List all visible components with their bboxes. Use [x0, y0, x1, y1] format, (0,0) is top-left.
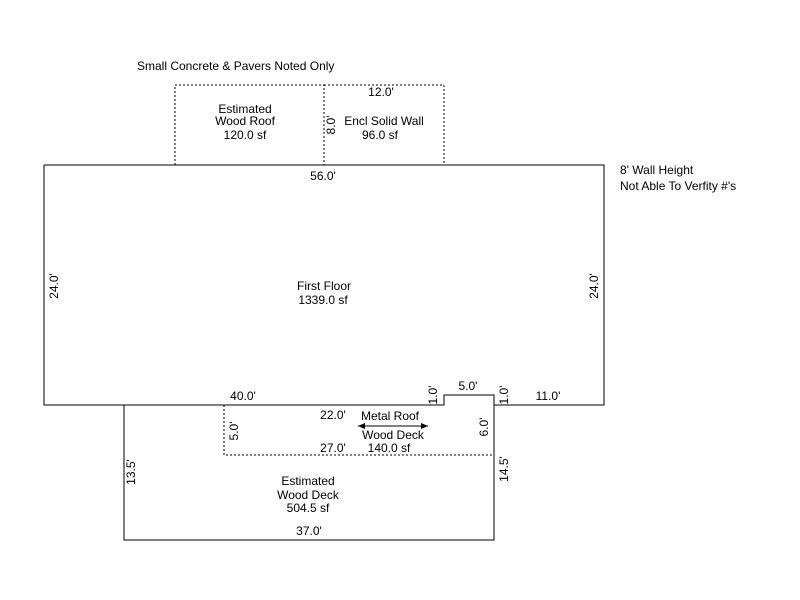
dim-deck-6: 6.0' — [477, 418, 491, 437]
dim-side-8: 8.0' — [324, 116, 338, 135]
dim-top-56: 56.0' — [310, 169, 336, 183]
wood-deck-line1: Estimated — [281, 474, 334, 488]
dim-bottom-40: 40.0' — [230, 389, 256, 403]
encl-wall-outline — [324, 84, 445, 165]
arrow-right-icon — [421, 423, 428, 429]
dim-deck-22: 22.0' — [320, 408, 346, 422]
top-note: Small Concrete & Pavers Noted Only — [137, 59, 334, 73]
dim-step-1b: 1.0' — [497, 386, 511, 405]
wood-deck-line2: Wood Deck — [277, 488, 340, 502]
wood-deck-area: 504.5 sf — [287, 501, 330, 515]
dim-right-24: 24.0' — [587, 273, 601, 299]
metal-roof-label: Metal Roof — [361, 409, 420, 423]
dim-step-1a: 1.0' — [426, 386, 440, 405]
wall-height-note: 8' Wall Height — [620, 163, 694, 177]
arrow-left-icon — [358, 423, 365, 429]
dim-deck-5: 5.0' — [227, 422, 241, 441]
dim-top-12: 12.0' — [368, 85, 394, 99]
encl-wall-area: 96.0 sf — [362, 128, 399, 142]
first-floor-outline — [43, 164, 605, 406]
wood-roof-outline — [174, 84, 325, 165]
dim-deck-27: 27.0' — [320, 441, 346, 455]
first-floor-label: First Floor — [297, 279, 351, 293]
wood-roof-line1: Estimated — [218, 102, 271, 116]
metal-roof-area: 140.0 sf — [368, 441, 411, 455]
wood-roof-area: 120.0 sf — [224, 128, 267, 142]
wood-deck-outline — [123, 405, 495, 541]
wood-roof-line2: Wood Roof — [215, 114, 275, 128]
dim-bottom-11: 11.0' — [536, 389, 561, 403]
dim-step-5: 5.0' — [459, 379, 478, 393]
verify-note: Not Able To Verfity #'s — [620, 179, 736, 193]
dim-deck-37: 37.0' — [296, 524, 322, 538]
metal-roof-line2: Wood Deck — [362, 428, 425, 442]
first-floor-area: 1339.0 sf — [298, 293, 348, 307]
dim-left-24: 24.0' — [47, 273, 61, 299]
encl-wall-line1: Encl Solid Wall — [344, 114, 424, 128]
dim-deck-13-5: 13.5' — [124, 459, 138, 485]
dim-deck-14-5: 14.5' — [497, 456, 511, 482]
metal-roof-outline — [223, 405, 494, 456]
